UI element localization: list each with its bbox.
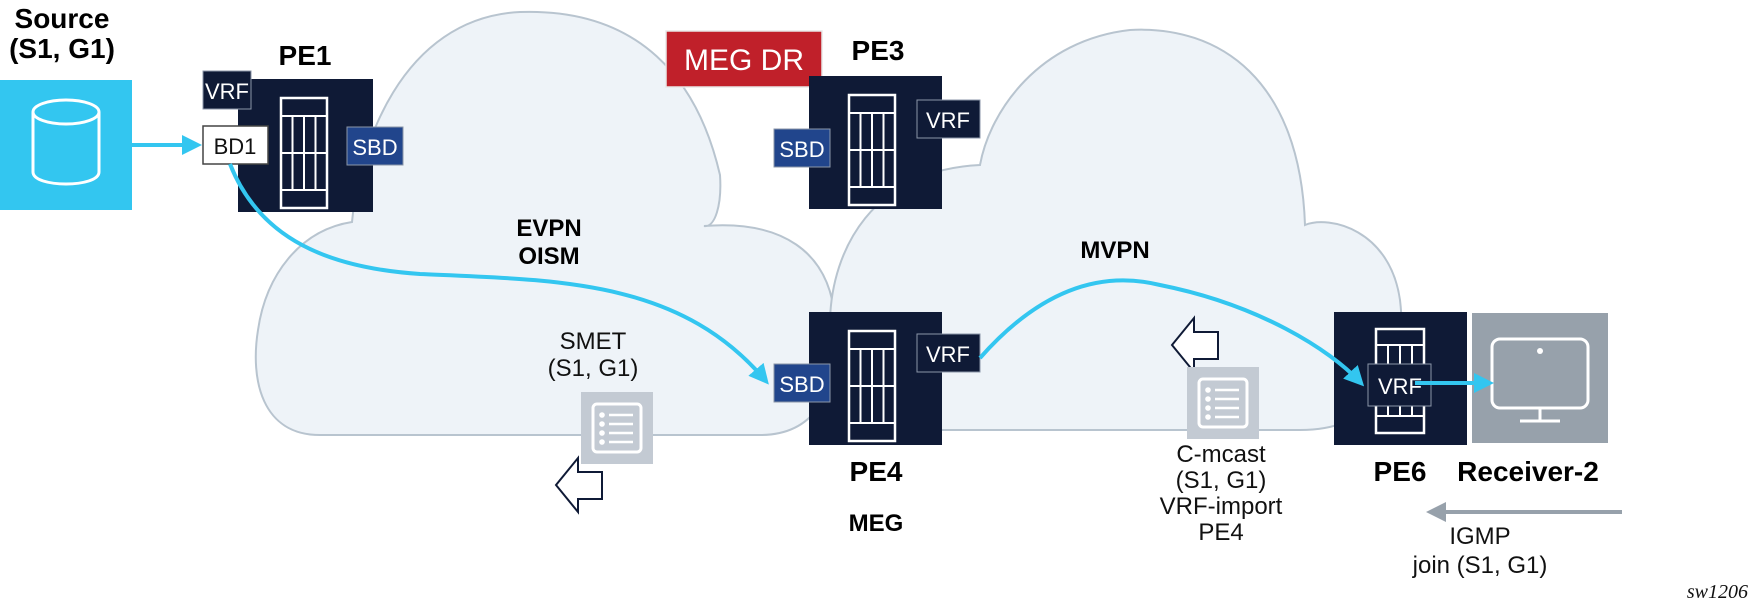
- source-group: (S1, G1): [9, 33, 115, 64]
- mvpn-label: MVPN: [1080, 237, 1149, 264]
- document-list-icon: [579, 390, 655, 466]
- svg-text:SBD: SBD: [779, 372, 824, 397]
- pe3-vrf-tag: VRF: [916, 99, 981, 139]
- svg-text:MEG DR: MEG DR: [684, 44, 804, 77]
- pe3-sbd-tag: SBD: [773, 128, 831, 168]
- receiver-label: Receiver-2: [1457, 456, 1599, 487]
- figure-id: sw1206: [1687, 581, 1748, 603]
- pe1-label: PE1: [279, 40, 332, 71]
- svg-text:SBD: SBD: [779, 137, 824, 162]
- pe1-to-pe4-flow: [228, 163, 769, 385]
- receiver-node: [1472, 313, 1608, 443]
- pe4-sbd-tag: SBD: [773, 363, 831, 403]
- smet-label: SMET: [560, 328, 627, 355]
- smet-direction-arrow: [555, 457, 603, 513]
- document-list-icon: [1185, 365, 1261, 441]
- svg-text:VRF: VRF: [1378, 374, 1422, 399]
- svg-text:BD1: BD1: [214, 134, 257, 159]
- cmcast-pe4: PE4: [1198, 519, 1243, 546]
- pe4-label: PE4: [850, 456, 903, 487]
- meg-dr-badge: MEG DR: [665, 30, 823, 88]
- svg-text:SBD: SBD: [352, 135, 397, 160]
- smet-group: (S1, G1): [548, 355, 639, 382]
- cmcast-vrf-import: VRF-import: [1160, 493, 1283, 520]
- pe1-sbd-tag: SBD: [346, 126, 404, 166]
- pe3-label: PE3: [852, 35, 905, 66]
- pe1-vrf-tag: VRF: [202, 70, 252, 110]
- pe6-label: PE6: [1374, 456, 1427, 487]
- svg-text:VRF: VRF: [926, 108, 970, 133]
- igmp-label: IGMP: [1449, 523, 1510, 550]
- cmcast-group: (S1, G1): [1176, 467, 1267, 494]
- pe4-to-pe6-flow: [978, 278, 1365, 387]
- svg-text:VRF: VRF: [205, 79, 249, 104]
- pe3-router: [809, 76, 942, 209]
- source-title: Source: [15, 3, 110, 34]
- pe4-vrf-tag: VRF: [916, 333, 981, 373]
- database-icon: [31, 98, 101, 186]
- oism-label: OISM: [518, 243, 579, 270]
- pe4-role-label: MEG: [849, 510, 904, 537]
- igmp-join-label: join (S1, G1): [1412, 552, 1548, 579]
- source-node: [0, 80, 132, 210]
- pe1-bd1-tag: BD1: [202, 125, 269, 165]
- cmcast-label: C-mcast: [1176, 441, 1266, 468]
- svg-text:VRF: VRF: [926, 342, 970, 367]
- mvpn-cloud: [828, 28, 1403, 431]
- evpn-label: EVPN: [516, 215, 581, 242]
